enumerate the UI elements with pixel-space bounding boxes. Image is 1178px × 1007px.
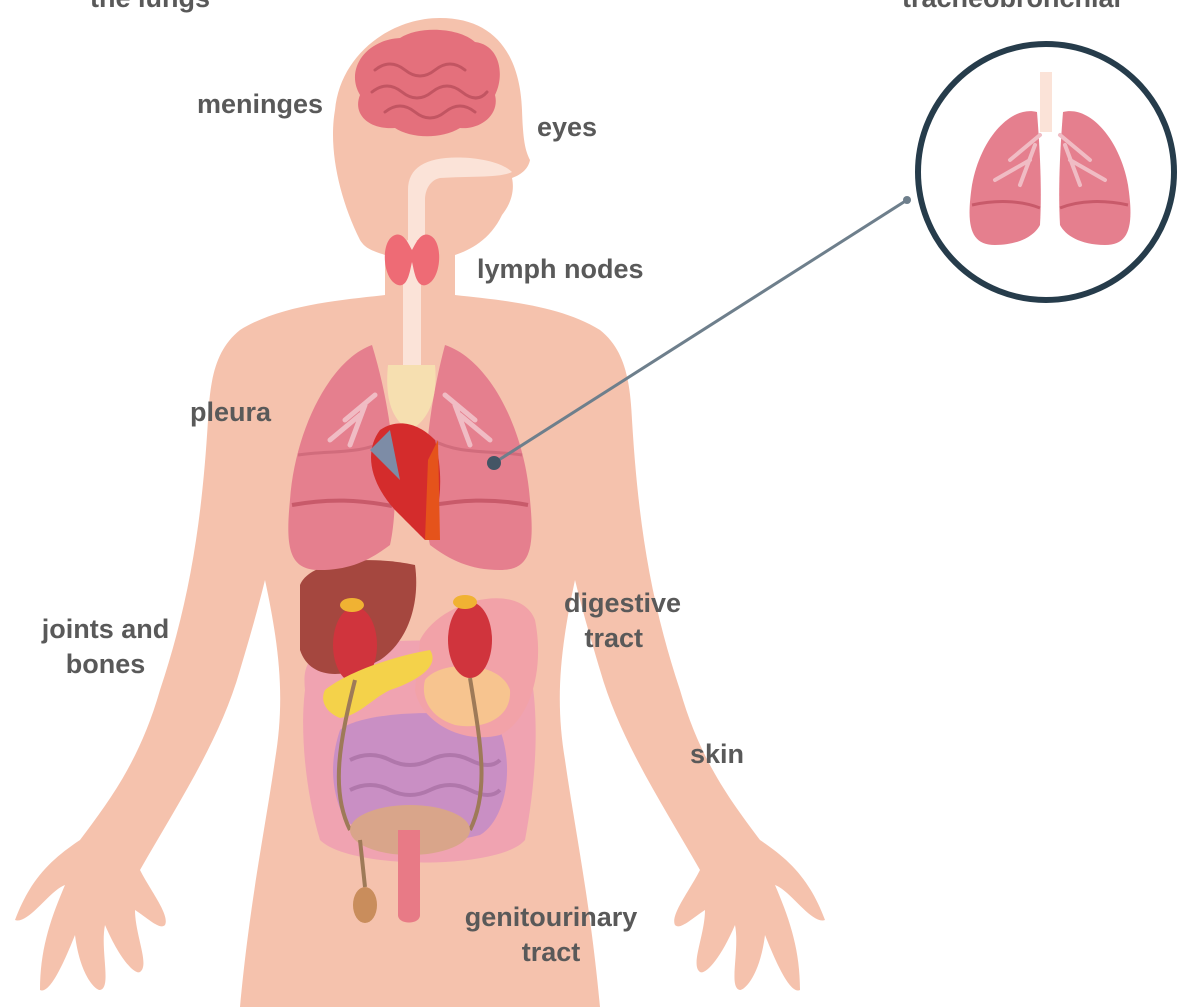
label-pleura: pleura: [190, 395, 271, 430]
label-lymph-nodes: lymph nodes: [477, 252, 644, 287]
label-digestive-line1: digestive: [515, 586, 681, 621]
leader-dot-end: [903, 196, 911, 204]
label-eyes: eyes: [537, 110, 597, 145]
leader-dot-start: [487, 456, 501, 470]
label-meninges: meninges: [197, 87, 323, 122]
label-tracheobronchial: tracheobronchial: [902, 0, 1121, 16]
label-digestive-tract: digestive tract: [515, 586, 681, 656]
label-genito-line2: tract: [438, 935, 664, 970]
label-digestive-line2: tract: [515, 621, 681, 656]
label-the-lungs: the lungs: [90, 0, 210, 16]
label-genitourinary-tract: genitourinary tract: [438, 900, 664, 970]
label-joints-line2: bones: [18, 647, 193, 682]
label-joints-and-bones: joints and bones: [18, 612, 193, 682]
brain-icon: [355, 30, 500, 137]
label-skin: skin: [690, 737, 744, 772]
label-joints-line1: joints and: [18, 612, 193, 647]
label-genito-line1: genitourinary: [438, 900, 664, 935]
lungs-icon: [918, 44, 1174, 300]
